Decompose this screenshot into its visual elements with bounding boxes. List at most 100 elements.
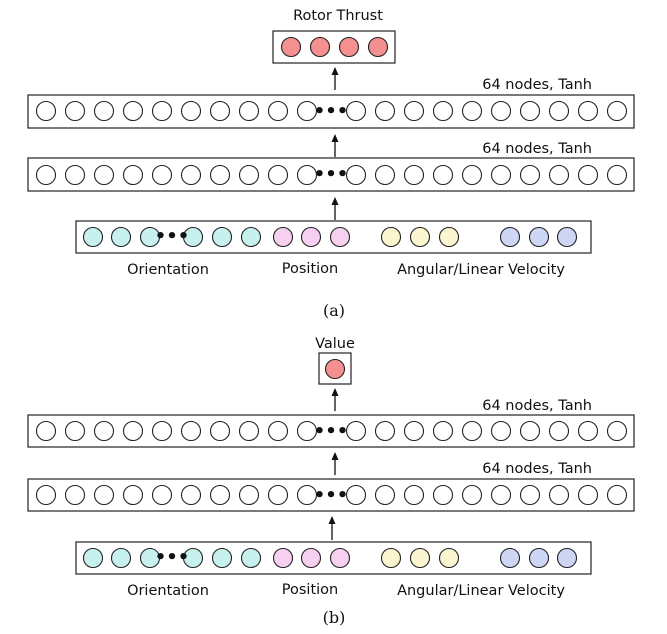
input-node-orientation xyxy=(110,547,132,569)
hidden-node xyxy=(209,164,231,186)
hidden-node xyxy=(548,164,570,186)
input-node-linear-velocity xyxy=(556,547,578,569)
hidden-layer-2-ellipsis: ••• xyxy=(314,421,349,442)
hidden-node xyxy=(548,484,570,506)
input-label-orientation: Orientation xyxy=(127,262,209,278)
hidden-node xyxy=(490,164,512,186)
input-orientation-ellipsis: ••• xyxy=(155,547,190,568)
output-label: Rotor Thrust xyxy=(293,8,383,24)
output-label: Value xyxy=(315,336,355,352)
input-label-orientation: Orientation xyxy=(127,583,209,599)
hidden-node xyxy=(238,100,260,122)
hidden-node xyxy=(548,420,570,442)
input-node-linear-velocity xyxy=(499,226,521,248)
input-nodes xyxy=(82,547,578,569)
hidden-node xyxy=(64,100,86,122)
input-node-orientation xyxy=(211,226,233,248)
hidden-node xyxy=(345,164,367,186)
hidden-node xyxy=(490,484,512,506)
input-label-position: Position xyxy=(282,582,338,598)
input-node-orientation xyxy=(211,547,233,569)
output-nodes xyxy=(280,36,389,58)
input-node-linear-velocity xyxy=(528,547,550,569)
hidden-node xyxy=(35,100,57,122)
hidden-node xyxy=(606,420,628,442)
hidden-node xyxy=(345,420,367,442)
hidden-layer-1-nodes xyxy=(35,484,628,506)
hidden-layer-1-ellipsis: ••• xyxy=(314,485,349,506)
input-node-orientation xyxy=(139,547,161,569)
input-label-position: Position xyxy=(282,261,338,277)
hidden-node xyxy=(519,164,541,186)
input-node-linear-velocity xyxy=(499,547,521,569)
hidden-node xyxy=(345,484,367,506)
hidden-layer-2-nodes xyxy=(35,100,628,122)
hidden-node xyxy=(577,484,599,506)
hidden-node xyxy=(296,164,318,186)
hidden-node xyxy=(267,164,289,186)
hidden-node xyxy=(35,164,57,186)
hidden-node xyxy=(296,420,318,442)
hidden-node xyxy=(35,420,57,442)
input-node-orientation xyxy=(182,547,204,569)
input-node-angular-velocity xyxy=(380,226,402,248)
hidden-node xyxy=(374,164,396,186)
input-node-angular-velocity xyxy=(409,226,431,248)
hidden-layer-1-ellipsis: ••• xyxy=(314,164,349,185)
input-node-orientation xyxy=(182,226,204,248)
hidden-node xyxy=(519,100,541,122)
output-nodes xyxy=(324,358,346,380)
hidden-node xyxy=(374,420,396,442)
arrowhead xyxy=(331,452,339,460)
hidden-node xyxy=(151,420,173,442)
arrowhead xyxy=(331,134,339,142)
input-node-angular-velocity xyxy=(438,226,460,248)
output-node xyxy=(367,36,389,58)
input-nodes xyxy=(82,226,578,248)
input-label-velocity: Angular/Linear Velocity xyxy=(397,583,565,599)
hidden-node xyxy=(93,484,115,506)
hidden-node xyxy=(122,100,144,122)
input-node-angular-velocity xyxy=(380,547,402,569)
output-node xyxy=(338,36,360,58)
hidden-node xyxy=(296,484,318,506)
input-node-position xyxy=(329,226,351,248)
hidden-node xyxy=(93,420,115,442)
hidden-node xyxy=(461,420,483,442)
hidden-node xyxy=(461,484,483,506)
hidden-layer-1-label: 64 nodes, Tanh xyxy=(482,461,592,477)
hidden-node xyxy=(267,100,289,122)
hidden-node xyxy=(461,164,483,186)
hidden-node xyxy=(180,100,202,122)
hidden-node xyxy=(345,100,367,122)
hidden-node xyxy=(122,420,144,442)
input-node-linear-velocity xyxy=(528,226,550,248)
hidden-node xyxy=(238,484,260,506)
hidden-node xyxy=(432,420,454,442)
hidden-node xyxy=(296,100,318,122)
hidden-node xyxy=(180,420,202,442)
input-node-angular-velocity xyxy=(409,547,431,569)
hidden-node xyxy=(64,484,86,506)
caption-a: (a) xyxy=(323,301,345,320)
hidden-layer-2-nodes xyxy=(35,420,628,442)
hidden-layer-1-label: 64 nodes, Tanh xyxy=(482,141,592,157)
input-node-orientation xyxy=(240,226,262,248)
hidden-node xyxy=(403,484,425,506)
hidden-node xyxy=(93,100,115,122)
hidden-layer-2-label: 64 nodes, Tanh xyxy=(482,398,592,414)
hidden-node xyxy=(606,100,628,122)
arrowhead xyxy=(331,388,339,396)
hidden-node xyxy=(267,484,289,506)
hidden-node xyxy=(151,484,173,506)
hidden-node xyxy=(151,164,173,186)
diagram-a: Rotor Thrust 64 nodes, Tanh ••• 64 nodes… xyxy=(27,8,635,320)
hidden-node xyxy=(151,100,173,122)
hidden-node xyxy=(93,164,115,186)
hidden-node xyxy=(209,484,231,506)
input-node-orientation xyxy=(110,226,132,248)
hidden-node xyxy=(490,100,512,122)
input-node-angular-velocity xyxy=(438,547,460,569)
arrowhead xyxy=(331,67,339,75)
